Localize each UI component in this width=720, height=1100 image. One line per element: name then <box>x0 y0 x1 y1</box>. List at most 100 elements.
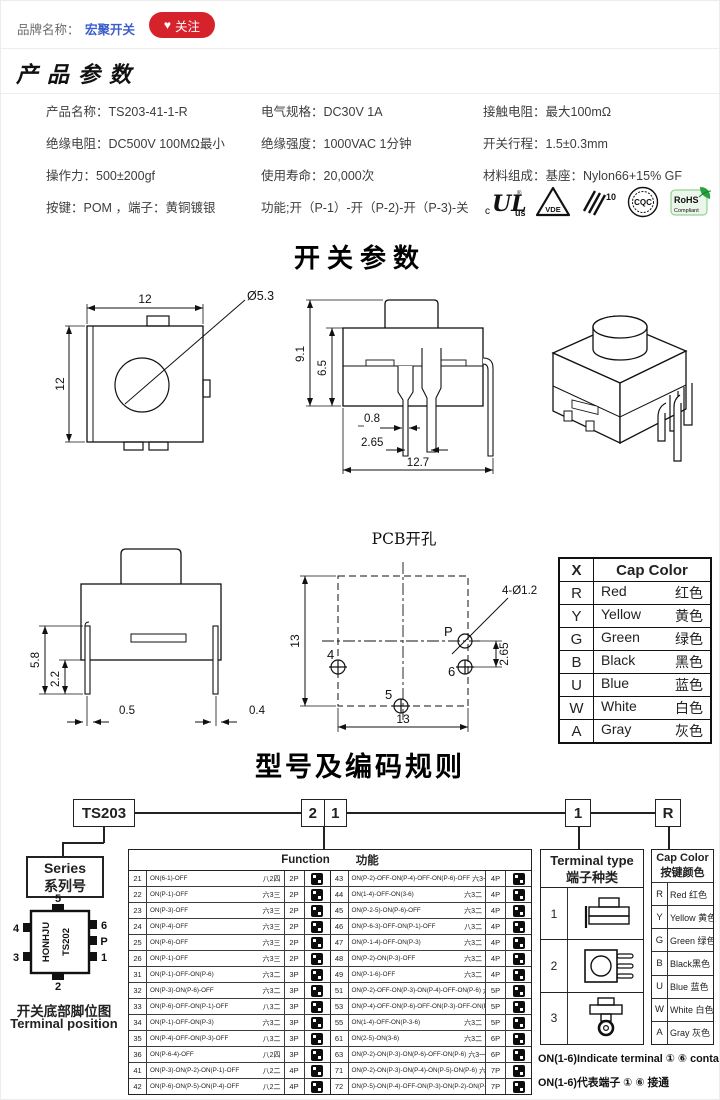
code-connector-line <box>578 827 580 849</box>
param-cell: 产品名称：TS203-41-1-R <box>46 105 188 119</box>
svg-text:TS202: TS202 <box>61 928 72 956</box>
function-table-header: Function 功能 <box>129 850 531 871</box>
ul-cert-icon: c UL ® us <box>485 190 526 218</box>
terminal-type-2-icon <box>583 949 634 983</box>
circuit-icon <box>311 1032 323 1045</box>
code-connector-line <box>323 827 325 849</box>
vde-cert-icon: VDE <box>535 186 571 217</box>
series-label-box: Series 系列号 <box>26 856 104 898</box>
cqc-cert-icon: CQC <box>627 186 659 218</box>
circuit-icon <box>512 1064 525 1077</box>
circuit-icon <box>512 1016 525 1029</box>
svg-text:P: P <box>100 936 107 948</box>
param-cell: 功能;开（P-1）-开（P-2)-开（P-3)-关 <box>261 201 469 215</box>
svg-text:12.7: 12.7 <box>407 457 429 469</box>
svg-text:5: 5 <box>55 894 61 905</box>
terminal-type-3-icon <box>588 997 623 1037</box>
divider <box>1 93 719 94</box>
svg-text:PCB开孔: PCB开孔 <box>372 530 437 548</box>
series-label-zh: 系列号 <box>44 878 86 894</box>
circuit-icon <box>512 1048 525 1061</box>
circuit-icon <box>512 920 525 933</box>
svg-text:12: 12 <box>138 292 152 306</box>
brand-label: 品牌名称： <box>17 23 80 37</box>
svg-text:c: c <box>485 206 490 217</box>
cert-icon-10: 10 <box>582 190 616 216</box>
svg-text:6: 6 <box>101 920 107 932</box>
circuit-icon <box>512 1080 525 1093</box>
circuit-icon <box>311 872 323 885</box>
svg-text:0.4: 0.4 <box>249 705 266 717</box>
circuit-icon <box>512 952 525 965</box>
circuit-icon <box>311 904 323 917</box>
code-box-series: TS203 <box>73 799 135 827</box>
circuit-icon <box>311 1016 323 1029</box>
front-view-drawing: 5.8 2.2 0.5 0.4 <box>30 548 266 726</box>
terminal-type-row: 3 <box>541 991 643 1044</box>
terminal-type-header: Terminal type 端子种类 <box>550 852 634 885</box>
svg-text:2.2: 2.2 <box>50 671 62 687</box>
param-cell: 电气规格：DC30V 1A <box>261 105 383 119</box>
pinout-caption-en: Terminal position <box>10 1016 118 1031</box>
terminal-type-row: 2 <box>541 939 643 992</box>
perspective-3d-drawing <box>551 315 693 462</box>
code-box-terminal: 1 <box>565 799 591 827</box>
svg-text:13: 13 <box>396 712 410 726</box>
circuit-icon <box>311 1064 323 1077</box>
svg-text:®: ® <box>517 190 522 197</box>
function-table-row: 34 ON(P-1)-OFF-ON(P-3)六3二 3P 55 ON(1-4)-… <box>129 1015 531 1031</box>
code-connector-line <box>668 827 670 849</box>
svg-text:UL: UL <box>492 191 526 217</box>
param-cell: 按键：POM ，端子：黄铜镀银 <box>46 201 216 215</box>
circuit-icon <box>311 920 323 933</box>
cap-color-coding-table: Cap Color 按键颜色 R Red 红色 Y Yellow 黄色 G Gr… <box>651 849 714 1045</box>
circuit-icon <box>512 1032 525 1045</box>
circuit-icon <box>311 1080 323 1093</box>
svg-text:2: 2 <box>55 981 61 993</box>
brand-link[interactable]: 宏聚开关 <box>85 23 136 37</box>
svg-text:4: 4 <box>13 923 20 935</box>
circuit-icon <box>512 984 525 997</box>
circuit-icon <box>311 888 323 901</box>
circuit-icon <box>512 888 525 901</box>
svg-text:VDE: VDE <box>545 205 560 214</box>
section-title-coding: 型号及编码规则 <box>255 752 465 782</box>
code-connector-line <box>104 812 669 814</box>
svg-text:4: 4 <box>327 647 334 662</box>
code-connector-line <box>62 842 64 856</box>
cap-table-header: X Cap Color <box>560 559 710 581</box>
series-label-en: Series <box>43 860 87 876</box>
circuit-icon <box>512 1000 525 1013</box>
svg-text:2.65: 2.65 <box>361 437 383 449</box>
follow-button[interactable]: ♥ 关注 <box>149 12 215 38</box>
svg-text:Compliant: Compliant <box>674 208 699 214</box>
pinout-diagram: 5 2 4 3 6 P 1 HONHJU TS202 <box>13 894 108 993</box>
code-connector-line <box>103 827 105 843</box>
svg-text:RoHS: RoHS <box>674 195 699 205</box>
param-cell: 开关行程：1.5±0.3mm <box>483 137 608 151</box>
pinout-caption-zh: 开关底部脚位图 <box>16 1004 112 1019</box>
function-table-row: 31 ON(P-1)-OFF-ON(P-6)六3二 3P 49 ON(P-1-6… <box>129 967 531 983</box>
cap-color-coding-row: Y Yellow 黄色 <box>652 905 713 929</box>
terminal-type-row: 1 <box>541 887 643 940</box>
svg-text:us: us <box>515 208 526 218</box>
cap-color-coding-row: W White 白色 <box>652 997 713 1021</box>
svg-text:9.1: 9.1 <box>295 346 307 362</box>
cap-color-coding-row: A Gray 灰色 <box>652 1020 713 1044</box>
svg-text:Ø5.3: Ø5.3 <box>247 289 274 303</box>
section-title-switch-params: 开关参数 <box>293 243 426 273</box>
param-cell: 接触电阻：最大100mΩ <box>483 105 612 119</box>
